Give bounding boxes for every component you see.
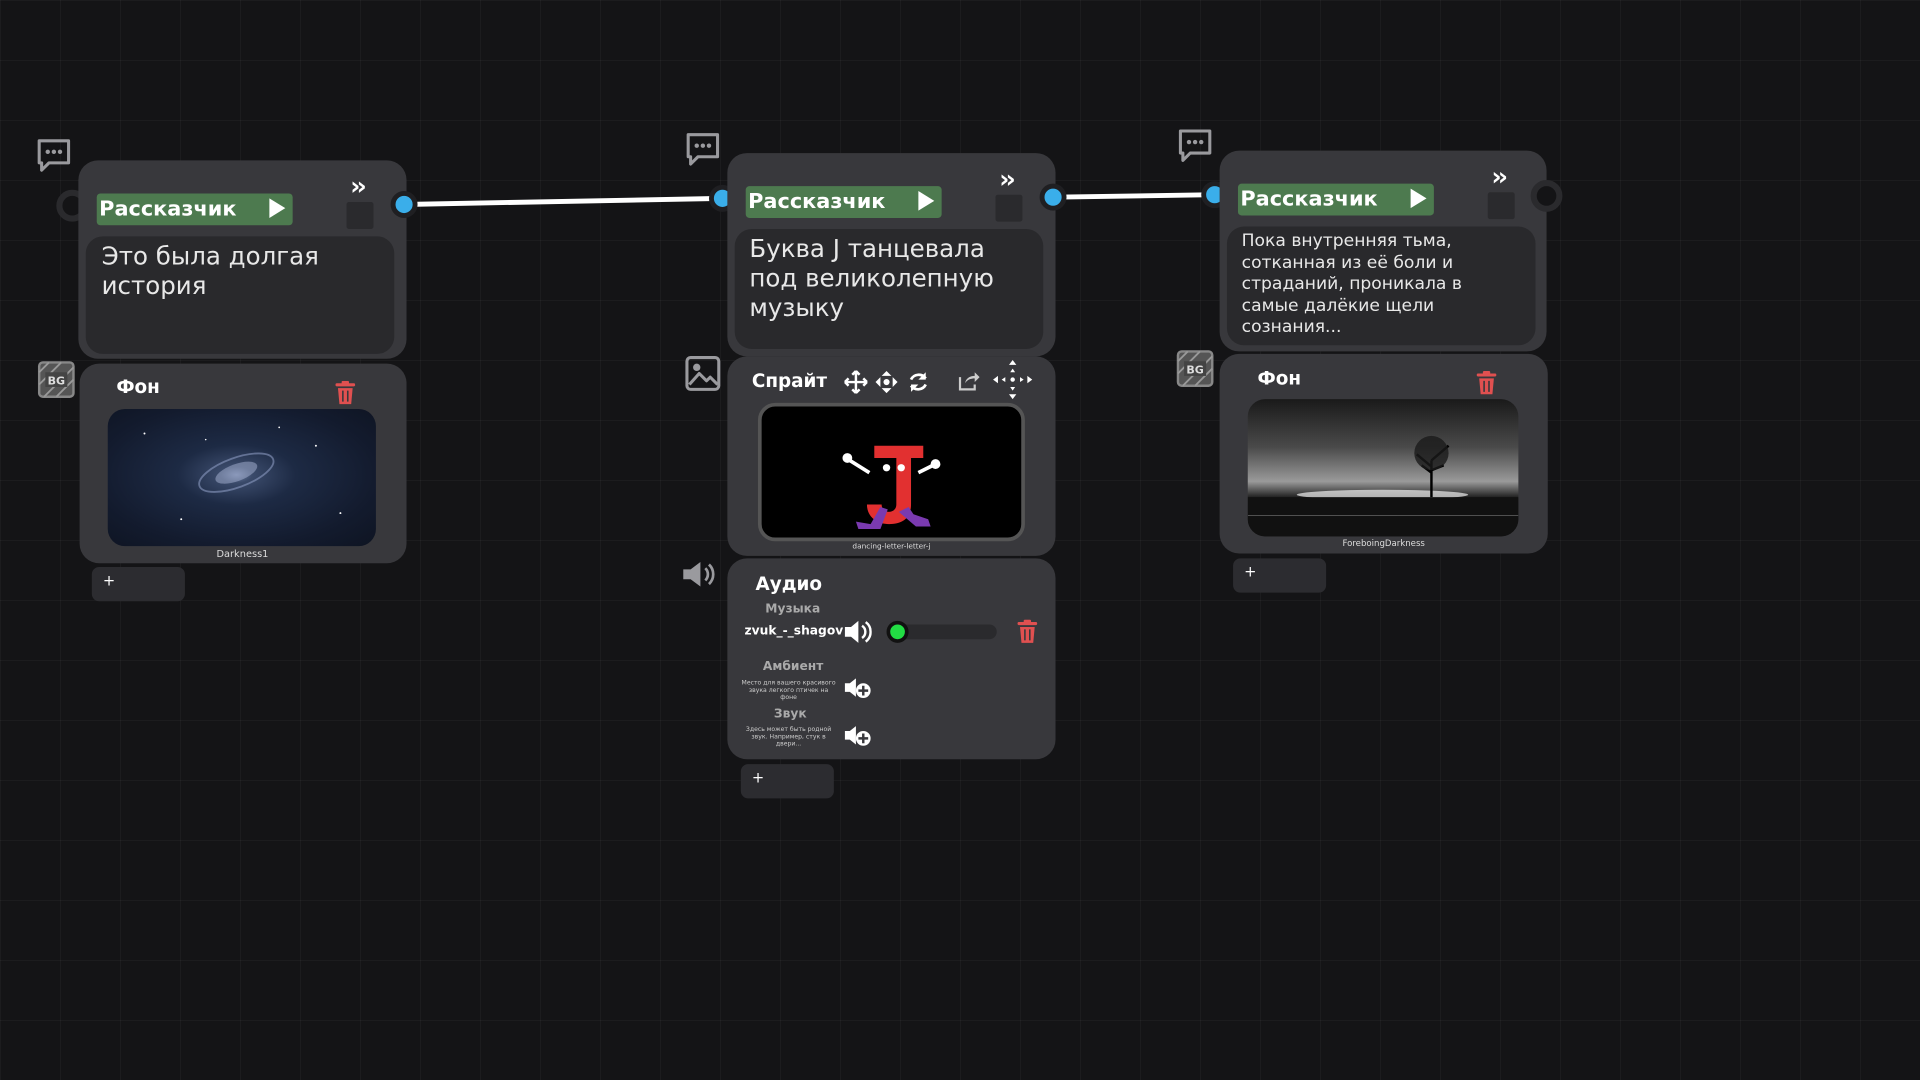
add-sound-icon[interactable] (844, 675, 873, 702)
section-title: Фон (116, 375, 160, 398)
dialogue-text[interactable]: Это была долгая история (85, 236, 395, 354)
volume-icon[interactable] (842, 618, 872, 645)
background-image[interactable] (107, 408, 376, 547)
speaker-icon[interactable] (678, 555, 717, 594)
audio-title: Аудио (755, 573, 823, 596)
speaker-name: Рассказчик (748, 189, 886, 215)
speaker-name: Рассказчик (99, 197, 237, 222)
sound-hint: Здесь может быть родной звук. Например, … (745, 726, 832, 749)
volume-slider[interactable] (888, 624, 997, 640)
output-port[interactable] (390, 191, 418, 218)
dialogue-text[interactable]: Пока внутренняя тьма, сотканная из её бо… (1226, 226, 1536, 346)
add-button[interactable]: + (740, 764, 834, 799)
ambient-hint: Место для вашего красивого звука легкого… (741, 679, 836, 702)
section-title: Фон (1257, 367, 1302, 390)
music-track-name: zvuk_-_shagov (744, 624, 844, 638)
image-caption: Darkness1 (216, 548, 269, 560)
dancing-letter-art (842, 445, 941, 529)
output-port[interactable] (1530, 180, 1563, 212)
dark-landscape-art (1247, 435, 1519, 537)
background-image[interactable] (1247, 399, 1519, 537)
bg-icon[interactable]: BG (1176, 349, 1215, 388)
add-button[interactable]: + (91, 566, 185, 602)
color-swatch[interactable] (995, 194, 1023, 222)
output-port[interactable] (1039, 183, 1067, 211)
play-icon (269, 198, 286, 218)
sound-label: Звук (773, 707, 807, 722)
image-icon[interactable] (683, 354, 722, 393)
play-icon (918, 191, 935, 211)
music-label: Музыка (765, 602, 821, 616)
volume-knob[interactable] (886, 620, 909, 643)
chat-icon[interactable] (34, 136, 73, 175)
svg-text:BG: BG (48, 374, 65, 387)
double-chevron-icon[interactable]: ›› (350, 171, 367, 201)
chat-icon[interactable] (683, 130, 722, 169)
add-sound-icon[interactable] (844, 722, 873, 749)
image-caption: ForeboingDarkness (1342, 538, 1425, 549)
svg-text:BG: BG (1186, 363, 1203, 376)
play-icon (1410, 188, 1427, 209)
trash-icon[interactable] (334, 380, 356, 405)
connection-line (404, 195, 723, 207)
double-chevron-icon[interactable]: ›› (999, 164, 1016, 194)
chat-icon[interactable] (1176, 126, 1215, 165)
dialogue-text-content: Буква J танцевала под великолепную музык… (749, 233, 994, 323)
color-swatch[interactable] (1487, 192, 1515, 220)
rotate-icon[interactable] (906, 370, 930, 394)
dialogue-text-content: Пока внутренняя тьма, сотканная из её бо… (1241, 231, 1462, 337)
color-swatch[interactable] (346, 202, 374, 229)
speaker-button[interactable]: Рассказчик (1237, 183, 1434, 216)
bg-icon[interactable]: BG (37, 360, 76, 399)
speaker-button[interactable]: Рассказчик (745, 186, 942, 218)
add-button[interactable]: + (1233, 558, 1327, 593)
move-center-icon[interactable] (874, 370, 898, 394)
move-icon[interactable] (844, 370, 868, 394)
galaxy-art (143, 426, 342, 521)
speaker-name: Рассказчик (1240, 187, 1378, 212)
section-title: Спрайт (751, 369, 828, 392)
connection-line (1053, 192, 1215, 200)
image-caption: dancing-letter-letter-j (852, 542, 931, 552)
speaker-button[interactable]: Рассказчик (96, 193, 293, 226)
audio-card (727, 558, 1056, 760)
scale-icon[interactable] (991, 358, 1035, 402)
dialogue-text[interactable]: Буква J танцевала под великолепную музык… (734, 228, 1044, 349)
trash-icon[interactable] (1476, 371, 1498, 395)
dialogue-text-content: Это была долгая история (101, 241, 319, 301)
double-chevron-icon[interactable]: ›› (1491, 161, 1508, 192)
sprite-image[interactable] (757, 402, 1025, 542)
share-icon[interactable] (958, 370, 980, 392)
ambient-label: Амбиент (762, 660, 824, 674)
trash-icon[interactable] (1016, 619, 1038, 644)
